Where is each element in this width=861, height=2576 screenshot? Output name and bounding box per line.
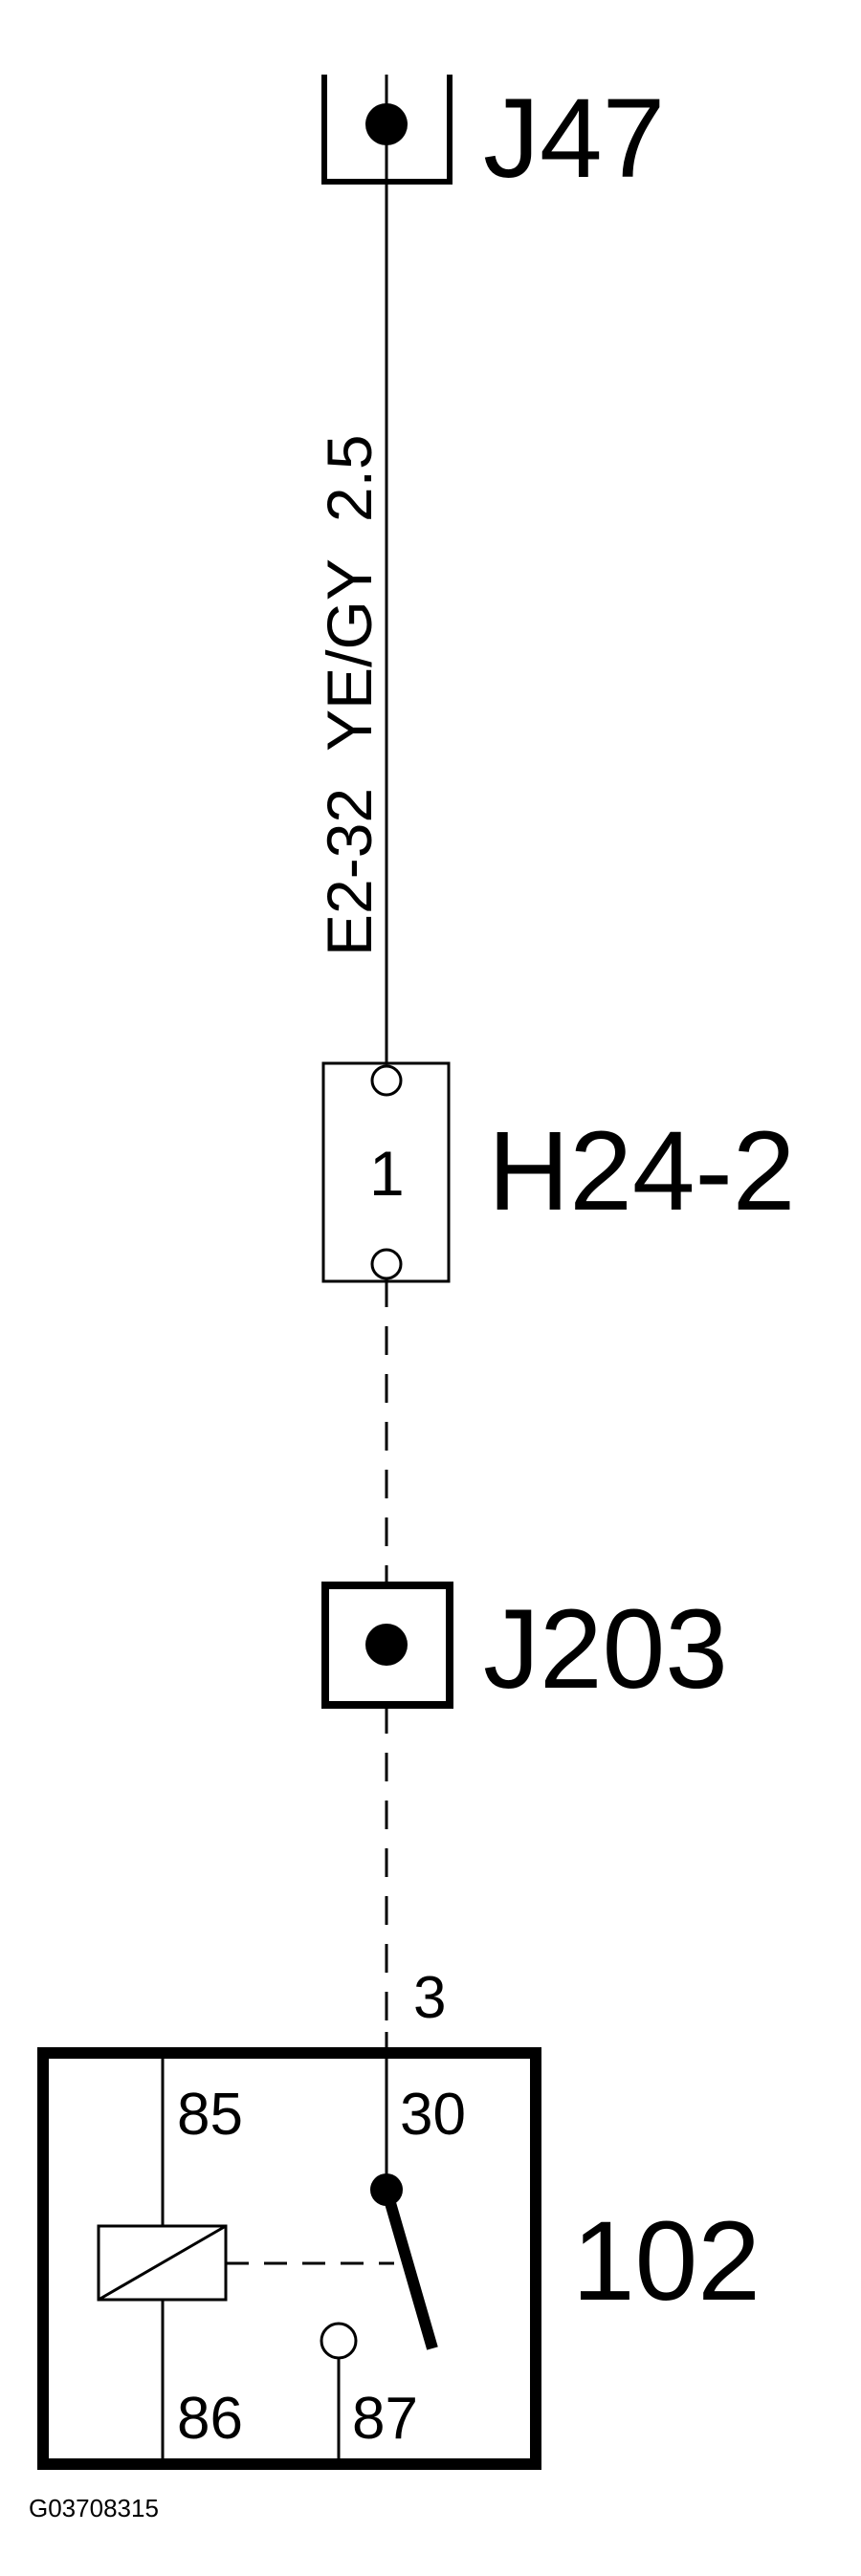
connector-j47-label: J47 [483, 76, 665, 202]
relay-102 [37, 2047, 541, 2470]
wire-code: E2-32 [314, 788, 385, 956]
relay-label: 102 [572, 2198, 761, 2325]
relay-switch-arm [381, 2188, 438, 2350]
wire-color: YE/GY [314, 558, 385, 752]
relay-input-pin: 3 [413, 1965, 446, 2031]
harness-connector-pin: 1 [369, 1138, 405, 1209]
wire-label: E2-32 YE/GY 2.5 [314, 434, 385, 956]
relay-contact-87 [320, 2322, 358, 2360]
harness-connector-h24-2 [321, 1061, 451, 1283]
harness-connector-label: H24-2 [488, 1108, 795, 1234]
relay-terminal-87: 87 [352, 2386, 418, 2452]
splice-j203-label: J203 [483, 1586, 728, 1713]
relay-terminal-30: 30 [400, 2082, 466, 2148]
relay-terminal-86: 86 [177, 2386, 243, 2452]
figure-code: G03708315 [29, 2494, 159, 2522]
svg-text:E2-32YE/GY2.5: E2-32 YE/GY 2.5 [314, 434, 385, 956]
relay-terminal-85: 85 [177, 2082, 243, 2148]
splice-j203 [321, 1582, 453, 1709]
wire-size: 2.5 [314, 434, 385, 522]
